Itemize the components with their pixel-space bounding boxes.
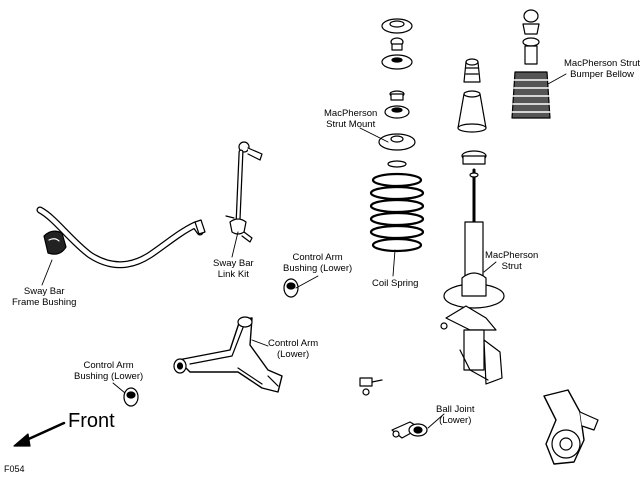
control-arm-bushing-left xyxy=(123,387,139,407)
label-line: Strut Mount xyxy=(326,119,376,130)
label-line: Control Arm xyxy=(292,252,343,263)
label-control-arm-bushing-left: Control Arm Bushing (Lower) xyxy=(74,360,143,382)
label-ball-joint-lower: Ball Joint (Lower) xyxy=(436,404,475,426)
macpherson-strut-bumper-bellow xyxy=(511,9,551,119)
strut-dust-boot xyxy=(457,90,487,133)
label-coil-spring: Coil Spring xyxy=(372,278,418,289)
label-line: Link Kit xyxy=(217,269,249,280)
label-line: MacPherson Strut xyxy=(564,58,641,69)
label-line: Bushing (Lower) xyxy=(74,371,144,382)
label-macpherson-strut: MacPherson Strut xyxy=(485,250,538,272)
label-line: Control Arm xyxy=(268,338,319,349)
label-sway-bar-frame-bushing: Sway Bar Frame Bushing xyxy=(12,286,76,308)
front-direction-label: Front xyxy=(68,410,115,432)
strut-mount-stack xyxy=(378,18,416,168)
sway-bar xyxy=(36,206,206,269)
label-line: MacPherson xyxy=(485,250,539,261)
ball-joint-hardware xyxy=(359,377,383,396)
label-line: Bushing (Lower) xyxy=(283,263,353,274)
coil-spring xyxy=(369,172,425,253)
label-line: Strut xyxy=(501,261,522,272)
label-line: Sway Bar xyxy=(23,286,65,297)
leader-lines xyxy=(41,73,567,429)
sway-bar-link-kit xyxy=(225,141,263,243)
sway-bar-frame-bushing xyxy=(43,230,67,255)
label-control-arm-lower: Control Arm (Lower) xyxy=(268,338,318,360)
label-line: (Lower) xyxy=(439,415,472,426)
control-arm-bushing-right xyxy=(283,278,299,298)
label-line: Coil Spring xyxy=(372,278,419,289)
strut-bumper xyxy=(463,58,481,83)
label-macpherson-strut-bumper-bellow: MacPherson Strut Bumper Bellow xyxy=(564,58,640,80)
front-arrow-icon xyxy=(13,421,66,447)
label-control-arm-bushing-right: Control Arm Bushing (Lower) xyxy=(283,252,352,274)
label-sway-bar-link-kit: Sway Bar Link Kit xyxy=(213,258,254,280)
label-macpherson-strut-mount: MacPherson Strut Mount xyxy=(324,108,377,130)
label-line: Bumper Bellow xyxy=(570,69,634,80)
label-line: Sway Bar xyxy=(213,258,254,269)
macpherson-strut xyxy=(440,150,505,385)
figure-code: F054 xyxy=(4,464,25,474)
label-line: Control Arm xyxy=(83,360,134,371)
steering-knuckle xyxy=(543,389,599,465)
ball-joint xyxy=(391,421,428,439)
label-line: Ball Joint xyxy=(436,404,475,415)
label-line: Frame Bushing xyxy=(12,297,77,308)
control-arm xyxy=(173,316,283,393)
label-line: MacPherson xyxy=(324,108,378,119)
label-line: (Lower) xyxy=(276,349,310,360)
